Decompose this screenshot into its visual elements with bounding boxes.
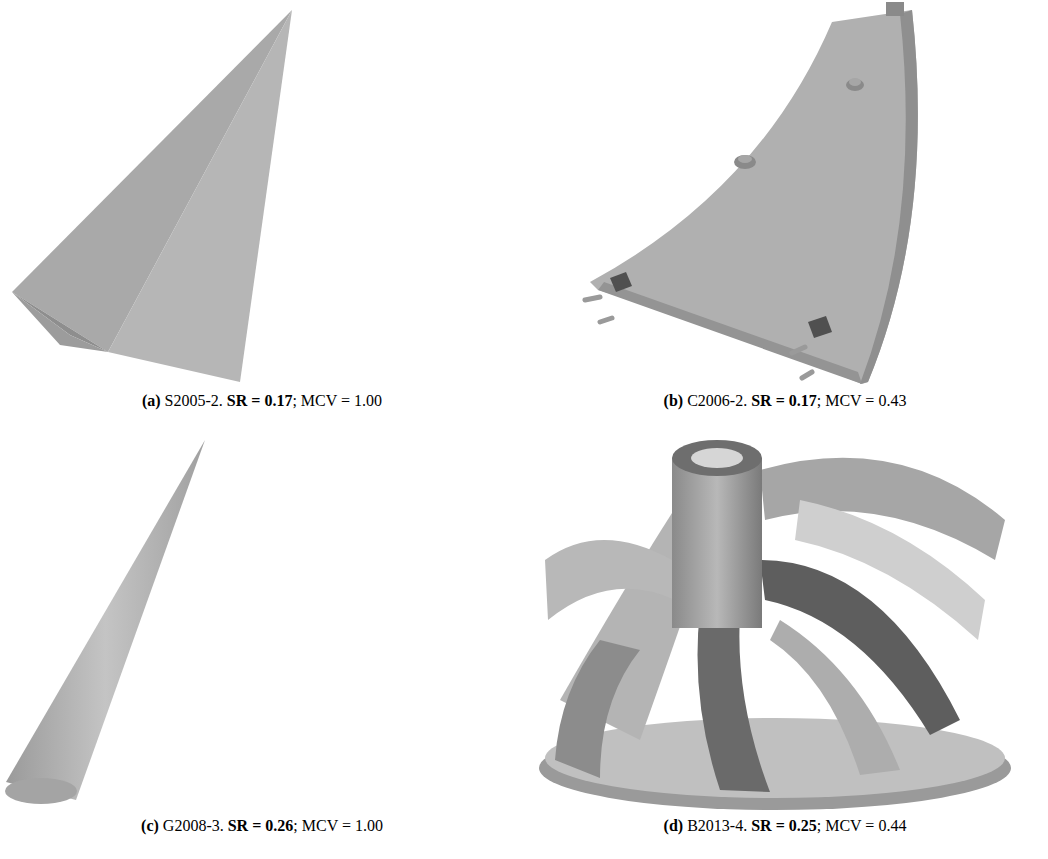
bracket-render — [585, 2, 918, 384]
mcv-value: ; MCV = 0.44 — [817, 817, 907, 834]
sr-value: SR = 0.17 — [751, 392, 817, 409]
model-id: S2005-2. — [165, 392, 223, 409]
subfigure-letter: (a) — [142, 392, 161, 409]
mcv-value: ; MCV = 1.00 — [293, 817, 383, 834]
model-id: B2013-4. — [687, 817, 747, 834]
impeller-render — [539, 440, 1011, 810]
subfigure-letter: (b) — [664, 392, 684, 409]
model-id: G2008-3. — [163, 817, 224, 834]
model-id: C2006-2. — [687, 392, 747, 409]
sr-value: SR = 0.25 — [751, 817, 817, 834]
cone-render — [5, 440, 205, 804]
sr-value: SR = 0.17 — [227, 392, 293, 409]
mcv-value: ; MCV = 0.43 — [817, 392, 907, 409]
figure-caption: (b)C2006-2.SR = 0.17; MCV = 0.43 — [664, 392, 907, 410]
figure-caption: (a)S2005-2.SR = 0.17; MCV = 1.00 — [142, 392, 382, 410]
subfigure-letter: (c) — [141, 817, 159, 834]
sr-value: SR = 0.26 — [228, 817, 294, 834]
subfigure-letter: (d) — [664, 817, 684, 834]
figure-caption: (c)G2008-3.SR = 0.26; MCV = 1.00 — [141, 817, 383, 835]
pyramid-render — [12, 10, 292, 382]
figure-caption: (d)B2013-4.SR = 0.25; MCV = 0.44 — [664, 817, 907, 835]
mcv-value: ; MCV = 1.00 — [292, 392, 382, 409]
